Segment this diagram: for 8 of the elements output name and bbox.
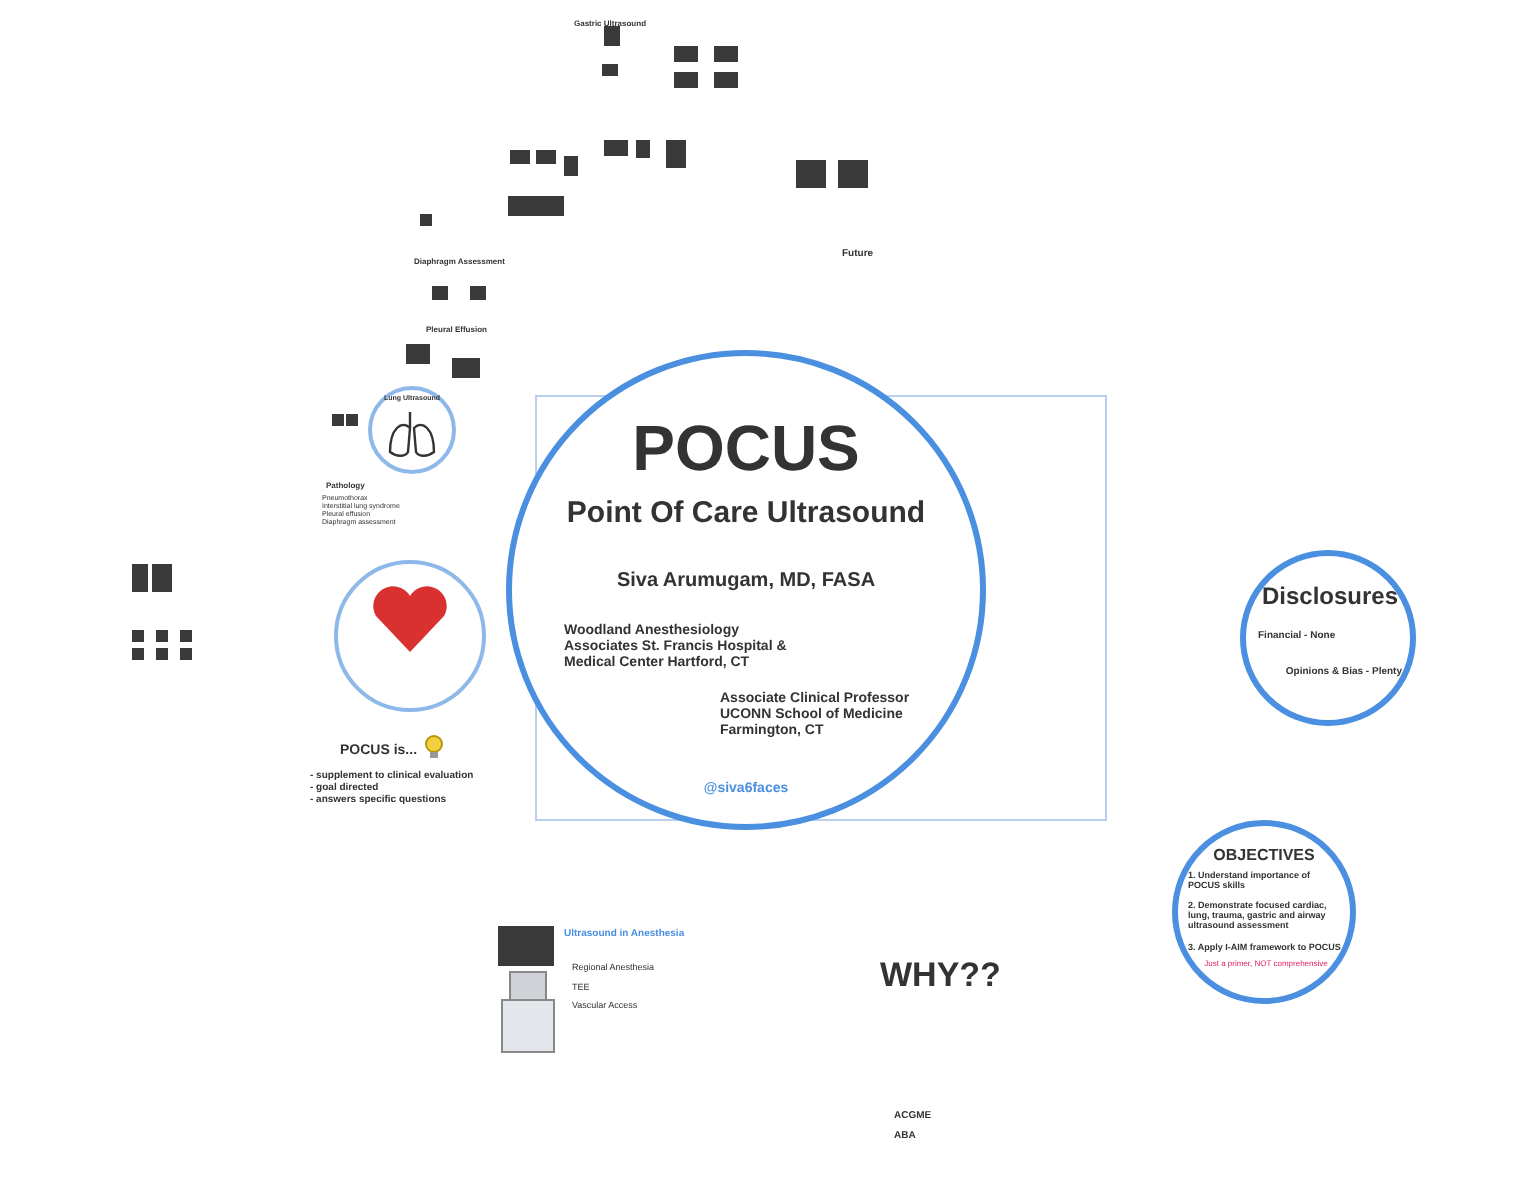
title-text: POCUS [630,412,862,486]
circle-node [334,560,486,712]
heading: Disclosures [1259,584,1401,612]
subtitle-text: Point Of Care Ultrasound [564,496,928,531]
section-title: WHY?? [880,956,1001,996]
author-name: Siva Arumugam, MD, FASA [614,570,878,593]
circle-node [368,386,456,474]
heading: OBJECTIVES [1211,846,1317,865]
